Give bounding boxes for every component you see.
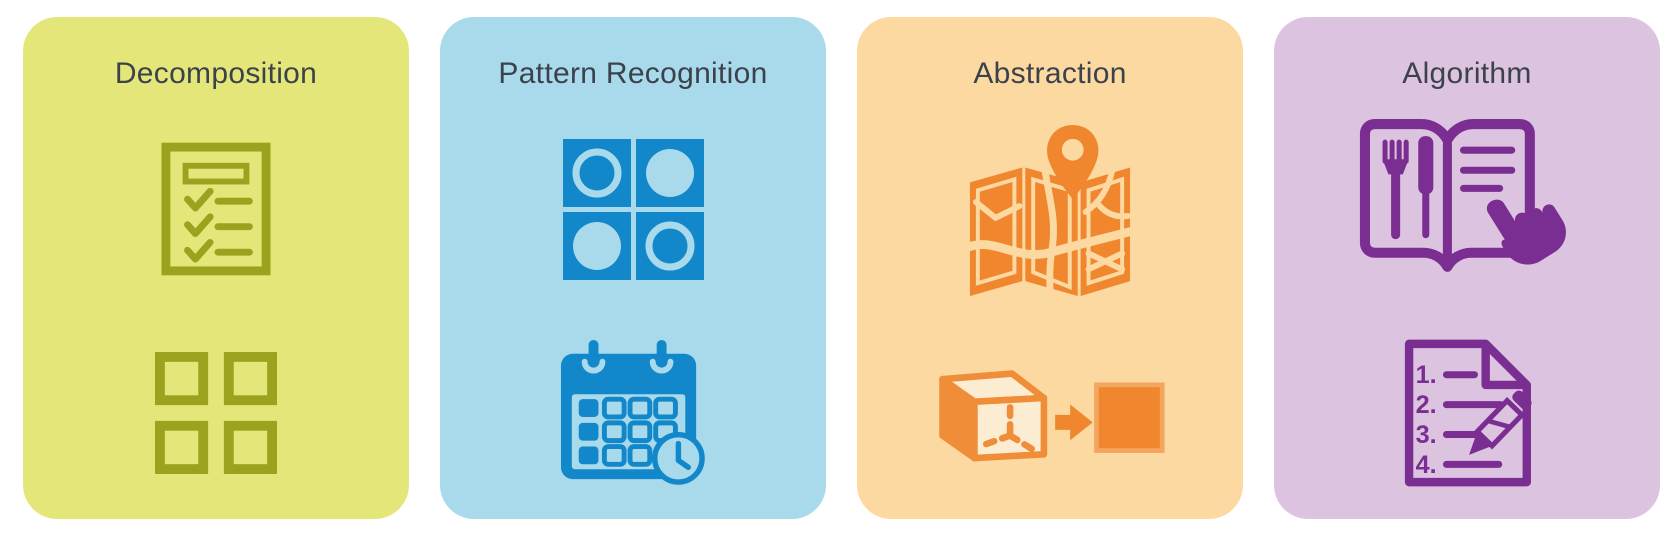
step-number: 3. — [1416, 421, 1437, 449]
calendar-clock-icon — [559, 327, 707, 499]
pattern-grid-icon — [562, 91, 704, 327]
card-abstraction: Abstraction — [857, 17, 1243, 519]
map-pin-icon-svg — [966, 124, 1134, 296]
map-pin-icon — [966, 91, 1134, 327]
numbered-list-pencil-icon: 1. 2. 3. 4. — [1396, 327, 1538, 499]
card-title: Pattern Recognition — [498, 57, 768, 90]
recipe-book-pointer-icon — [1358, 91, 1576, 327]
card-pattern-recognition: Pattern Recognition — [440, 17, 826, 519]
four-squares-icon-svg — [155, 352, 277, 474]
card-title: Algorithm — [1402, 57, 1532, 90]
card-title: Decomposition — [114, 57, 318, 90]
step-number: 1. — [1416, 361, 1437, 389]
numbered-list-pencil-icon-svg: 1. 2. 3. 4. — [1404, 339, 1532, 487]
checklist-icon-svg — [161, 142, 271, 276]
four-squares-icon — [155, 327, 277, 499]
card-title: Abstraction — [973, 57, 1127, 90]
card-decomposition: Decomposition — [23, 17, 409, 519]
recipe-book-pointer-icon-svg — [1359, 119, 1566, 272]
step-number: 2. — [1416, 391, 1437, 419]
cube-to-square-icon — [935, 327, 1165, 499]
step-number: 4. — [1416, 451, 1437, 479]
checklist-icon — [161, 91, 271, 327]
calendar-clock-icon-svg — [560, 339, 705, 485]
pattern-grid-icon-svg — [562, 138, 704, 280]
card-algorithm: Algorithm — [1274, 17, 1660, 519]
cube-to-square-icon-svg — [939, 370, 1165, 462]
